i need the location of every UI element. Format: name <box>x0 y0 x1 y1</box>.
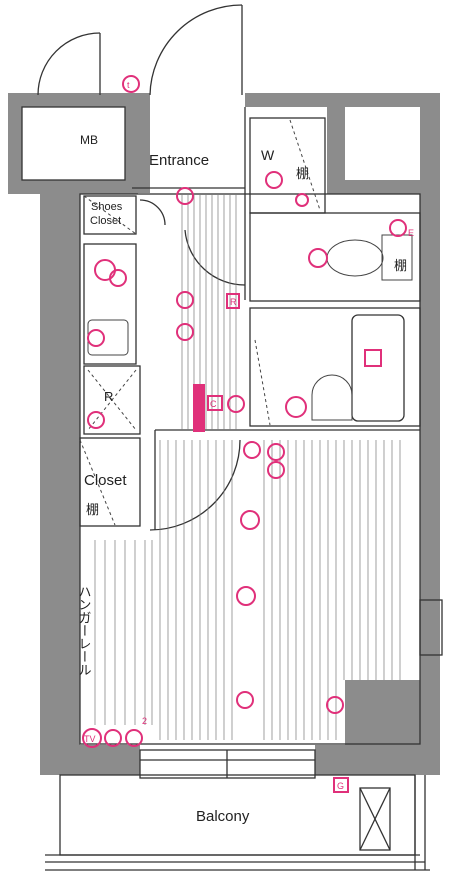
cooker-marker <box>193 384 205 432</box>
range-hood <box>226 293 240 309</box>
room-outlet-4 <box>236 691 254 709</box>
ceiling-light-hall <box>176 291 194 309</box>
outlet-count-label: 2 <box>142 716 147 726</box>
mb-label: MB <box>80 133 98 147</box>
range-hood-label: R <box>230 297 237 307</box>
kitchen-burner-1 <box>94 259 116 281</box>
washer-outlet <box>265 171 283 189</box>
doors <box>37 4 246 531</box>
toilet-shelf-label: 棚 <box>394 258 407 273</box>
room-light-2 <box>236 586 256 606</box>
bath-light <box>285 396 307 418</box>
room-outlet-3 <box>267 443 285 461</box>
closet-label: Closet <box>84 472 127 489</box>
room-outlet-2 <box>267 461 285 479</box>
equipment-symbols: t <box>82 75 407 793</box>
flooring-hall <box>181 195 237 430</box>
gas-meter <box>333 777 349 793</box>
walls <box>8 93 440 775</box>
room-light-1 <box>240 510 260 530</box>
balcony-label: Balcony <box>196 808 250 825</box>
washer-label: W <box>261 147 275 163</box>
kitchen-outlet <box>87 329 105 347</box>
ceiling-light-entrance <box>176 187 194 205</box>
entrance-label: Entrance <box>149 152 209 169</box>
lan-outlet <box>104 729 122 747</box>
shoes-closet-label-1: Shoes <box>91 201 123 213</box>
tv-outlet <box>82 728 102 748</box>
hanger-rail-label: ハンガーレール <box>77 585 92 676</box>
toilet-light <box>308 248 328 268</box>
washer-drain <box>295 193 309 207</box>
cooker-label: C <box>210 399 217 409</box>
shoes-closet-label-2: Closet <box>90 215 121 227</box>
room-outlet-5 <box>326 696 344 714</box>
switch-hall <box>227 395 245 413</box>
flooring-room <box>94 440 401 740</box>
toilet-outlet <box>389 219 407 237</box>
fridge-outlet <box>87 411 105 429</box>
tv-label: TV <box>84 734 96 744</box>
telephone-label: t <box>127 80 130 90</box>
telephone-symbol <box>122 75 140 93</box>
outlines <box>21 106 443 871</box>
ceiling-light-hall-2 <box>176 323 194 341</box>
washer-shelf-label: 棚 <box>296 166 309 181</box>
cooker-box <box>207 395 223 411</box>
kitchen-burner-2 <box>109 269 127 287</box>
room-outlet-1 <box>243 441 261 459</box>
refrigerator-label: R <box>104 389 113 404</box>
toilet <box>326 239 384 277</box>
gas-label: G <box>337 781 344 791</box>
bath-fan <box>364 349 382 367</box>
earth-label: E <box>408 228 414 238</box>
room-outlet-6 <box>125 729 143 747</box>
closet-shelf-label: 棚 <box>86 502 99 517</box>
